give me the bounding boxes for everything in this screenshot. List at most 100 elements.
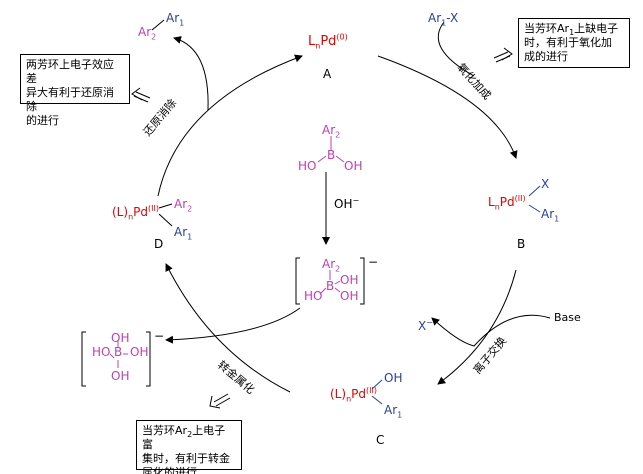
- borate-charge: −: [154, 329, 165, 343]
- species-b-label: B: [517, 237, 526, 251]
- boronate-bracket-left: [295, 257, 300, 305]
- ligand-count: n: [315, 41, 321, 51]
- species-b-x: X: [541, 177, 550, 191]
- borate-exit-curve: [165, 307, 301, 344]
- boronic-oh: OH: [344, 159, 363, 173]
- aryl-label: Ar: [322, 257, 336, 271]
- boronate-bracket-right: [360, 257, 365, 305]
- aryl-index: 1: [179, 18, 185, 28]
- boronate-oh1: OH: [340, 273, 359, 287]
- aryl-index: 2: [187, 430, 193, 440]
- boronate-ho: HO: [304, 289, 323, 303]
- aryl-index: 1: [554, 214, 560, 224]
- species-d-bonds: [158, 203, 173, 227]
- borate-bonds: [109, 340, 128, 368]
- halide-text: X: [418, 319, 427, 333]
- charge: −: [426, 318, 433, 327]
- note-line: 成的进行: [524, 50, 568, 63]
- arc-d-to-a: [157, 54, 303, 197]
- aryl-index: 1: [397, 410, 403, 420]
- note-text: 上缺电子: [574, 22, 619, 35]
- halide-ion: X−: [418, 318, 433, 333]
- hydroxide-text: OH: [334, 197, 353, 211]
- note-line: 两芳环上电子效应差: [26, 58, 114, 85]
- ligand-label: L: [308, 34, 316, 49]
- boronate-charge: −: [368, 255, 379, 269]
- base-label: Base: [554, 311, 581, 324]
- aryl-label: Ar: [384, 403, 398, 417]
- ligand-label: (L): [112, 205, 129, 219]
- borate-b: B: [114, 345, 123, 359]
- boronate-bonds: [319, 270, 341, 295]
- aryl-label: Ar: [138, 25, 152, 39]
- arc-a-to-b: [377, 55, 518, 159]
- borate-bracket-left: [81, 331, 86, 387]
- product-ar2: Ar2: [138, 25, 157, 42]
- species-c-bonds: [371, 379, 383, 405]
- species-b-bonds: [528, 185, 541, 213]
- base-exchange-curve: [431, 314, 551, 347]
- double-arrow-icon: [493, 47, 513, 63]
- note-line: 异大有利于还原消除: [26, 86, 114, 113]
- note-line: 当芳环Ar2上电子富: [142, 424, 236, 452]
- species-c-ar1: Ar1: [384, 403, 403, 420]
- oxidation-state: (0): [336, 32, 348, 42]
- note-line: 属化的进行: [142, 466, 197, 474]
- boronic-ar2: Ar2: [322, 123, 341, 140]
- borate-oh3: OH: [111, 369, 130, 383]
- arc-c-to-d: [165, 263, 291, 393]
- hydroxide-label: OH−: [334, 196, 360, 211]
- boronate-b: B: [326, 279, 335, 293]
- ligand-count: n: [494, 202, 500, 212]
- palladium-label: Pd: [351, 387, 366, 401]
- palladium-label: Pd: [499, 195, 515, 209]
- aryl-label: Ar: [428, 11, 442, 25]
- aryl-index: 2: [335, 264, 341, 274]
- borate-bracket-right: [146, 331, 151, 387]
- note-line: 的进行: [26, 114, 59, 127]
- aryl-index: 2: [335, 130, 341, 140]
- species-c-label: C: [376, 433, 385, 447]
- ar1x-entry-curve: [437, 21, 475, 77]
- ligand-label: L: [488, 195, 495, 209]
- borate-oh1: OH: [130, 345, 149, 359]
- boronate-oh2: OH: [340, 289, 359, 303]
- species-a-formula: LnPd(0): [308, 32, 348, 51]
- note-text: 当芳环Ar: [524, 22, 570, 35]
- ligand-label: (L): [330, 387, 347, 401]
- boronic-acid-bonds: [317, 136, 345, 163]
- double-arrow-icon: [131, 87, 151, 103]
- aryl-label: Ar: [166, 11, 180, 25]
- species-c-oh: OH: [384, 371, 403, 385]
- boronic-ho: HO: [298, 159, 317, 173]
- aryl-index: 2: [151, 32, 157, 42]
- boronate-ar2: Ar2: [322, 257, 341, 274]
- note-line: 当芳环Ar1上缺电子: [524, 22, 624, 37]
- oxidation-state: (II): [514, 194, 526, 203]
- ligand-count: n: [346, 394, 352, 404]
- oxidation-state: (II): [366, 386, 377, 395]
- oxidation-state: (II): [148, 204, 159, 213]
- halide-label: -X: [446, 11, 459, 25]
- species-d-ar1: Ar1: [174, 226, 192, 241]
- species-a-label: A: [323, 67, 332, 81]
- product-exit-curve: [173, 36, 209, 111]
- aryl-label: Ar: [322, 123, 336, 137]
- reagent-ar1x: Ar1-X: [428, 11, 459, 28]
- species-d-label: D: [154, 237, 164, 251]
- boronic-b: B: [327, 148, 336, 162]
- product-bonds: [151, 19, 165, 31]
- note-text: 当芳环Ar: [142, 424, 188, 437]
- aryl-index: 2: [187, 204, 193, 214]
- palladium-label: Pd: [133, 205, 148, 219]
- double-arrow-icon: [209, 393, 231, 409]
- species-b-formula: LnPd(II): [488, 194, 526, 212]
- note-transmetalation: 当芳环Ar2上电子富 集时，有利于转金 属化的进行: [136, 420, 242, 474]
- charge: −: [352, 196, 360, 205]
- ligand-count: n: [128, 212, 134, 222]
- note-line: 时，有利于氧化加: [524, 36, 612, 49]
- aryl-index: 1: [441, 18, 447, 28]
- species-d-formula: (L)nPd(II): [112, 204, 159, 222]
